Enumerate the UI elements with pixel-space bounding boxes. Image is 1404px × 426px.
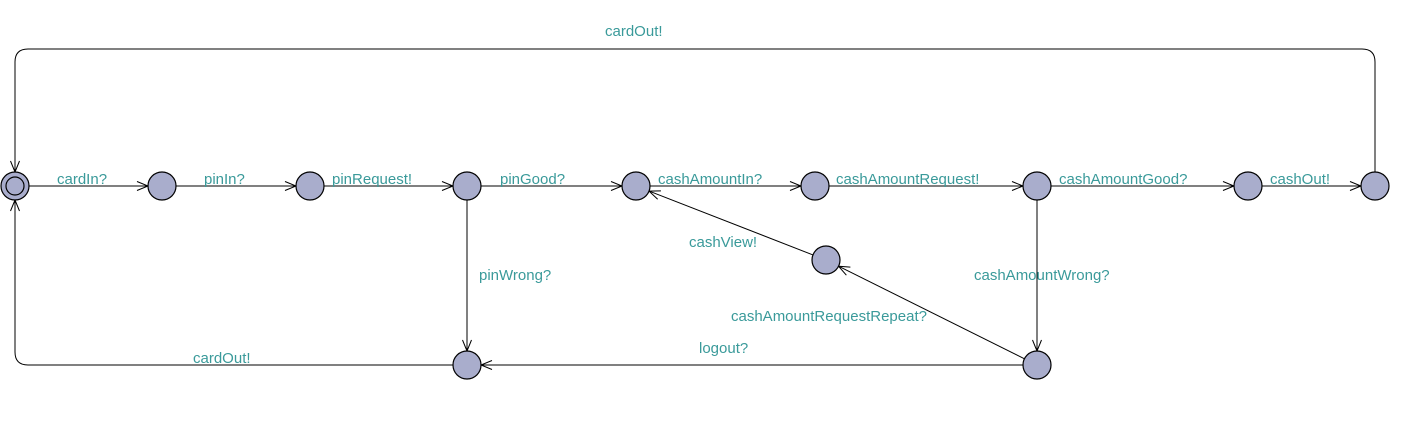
state-s6[interactable] bbox=[1022, 171, 1052, 201]
state-s9[interactable] bbox=[452, 350, 482, 380]
transition-s8-s0 bbox=[14, 48, 1376, 172]
transition-label-s10-s11: cashAmountRequestRepeat? bbox=[731, 308, 927, 325]
transition-label-s1-s2: pinIn? bbox=[204, 171, 245, 188]
transition-label-s11-s4: cashView! bbox=[689, 234, 757, 251]
transition-label-s10-s9: logout? bbox=[699, 340, 748, 357]
transition-label-s7-s8: cashOut! bbox=[1270, 171, 1330, 188]
transition-label-s6-s10: cashAmountWrong? bbox=[974, 267, 1110, 284]
transition-label-s8-s0: cardOut! bbox=[605, 23, 663, 40]
state-s2[interactable] bbox=[295, 171, 325, 201]
transition-label-s0-s1: cardIn? bbox=[57, 171, 107, 188]
transition-label-s6-s7: cashAmountGood? bbox=[1059, 171, 1187, 188]
transition-label-s4-s5: cashAmountIn? bbox=[658, 171, 762, 188]
transition-label-s3-s4: pinGood? bbox=[500, 171, 565, 188]
transition-s10-s11 bbox=[838, 265, 1025, 360]
initial-state-marker bbox=[5, 176, 25, 196]
state-s4[interactable] bbox=[621, 171, 651, 201]
state-s7[interactable] bbox=[1233, 171, 1263, 201]
state-s8[interactable] bbox=[1360, 171, 1390, 201]
state-s3[interactable] bbox=[452, 171, 482, 201]
transition-s9-s0 bbox=[14, 200, 453, 366]
transition-label-s9-s0: cardOut! bbox=[193, 350, 251, 367]
state-s11[interactable] bbox=[811, 245, 841, 275]
state-s1[interactable] bbox=[147, 171, 177, 201]
state-s5[interactable] bbox=[800, 171, 830, 201]
transition-label-s5-s6: cashAmountRequest! bbox=[836, 171, 979, 188]
transition-label-s2-s3: pinRequest! bbox=[332, 171, 412, 188]
state-s10[interactable] bbox=[1022, 350, 1052, 380]
transition-s11-s4 bbox=[648, 190, 814, 256]
transition-label-s3-s9: pinWrong? bbox=[479, 267, 551, 284]
